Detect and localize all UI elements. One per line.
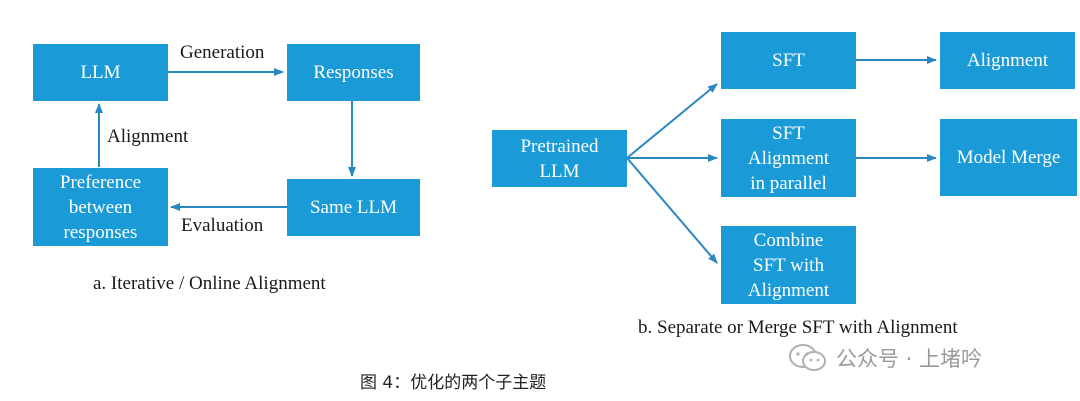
sft-box: SFT	[721, 32, 856, 89]
figure-caption: 图 4：优化的两个子主题	[360, 373, 547, 393]
panel-b-caption: b. Separate or Merge SFT with Alignment	[638, 317, 958, 338]
arrow-pretrained-to-combine	[626, 157, 718, 264]
alignment-box: Alignment	[940, 32, 1075, 89]
watermark: 公众号 · 上堵吟	[788, 342, 982, 374]
same-llm-box: Same LLM	[287, 179, 420, 236]
evaluation-label: Evaluation	[181, 215, 264, 236]
pretrained-llm-box: Pretrained LLM	[492, 130, 627, 187]
alignment-label: Alignment	[107, 126, 189, 147]
watermark-text: 公众号 · 上堵吟	[836, 347, 983, 371]
arrow-pretrained-to-sft	[626, 83, 718, 159]
generation-label: Generation	[180, 42, 265, 63]
preference-box: Preference between responses	[33, 168, 168, 246]
wechat-logo-icon	[789, 344, 826, 371]
panel-a-caption: a. Iterative / Online Alignment	[93, 273, 326, 294]
sft-alignment-parallel-box: SFT Alignment in parallel	[721, 119, 856, 197]
combine-sft-alignment-box: Combine SFT with Alignment	[721, 226, 856, 304]
llm-box: LLM	[33, 44, 168, 101]
responses-box: Responses	[287, 44, 420, 101]
model-merge-box: Model Merge	[940, 119, 1077, 196]
